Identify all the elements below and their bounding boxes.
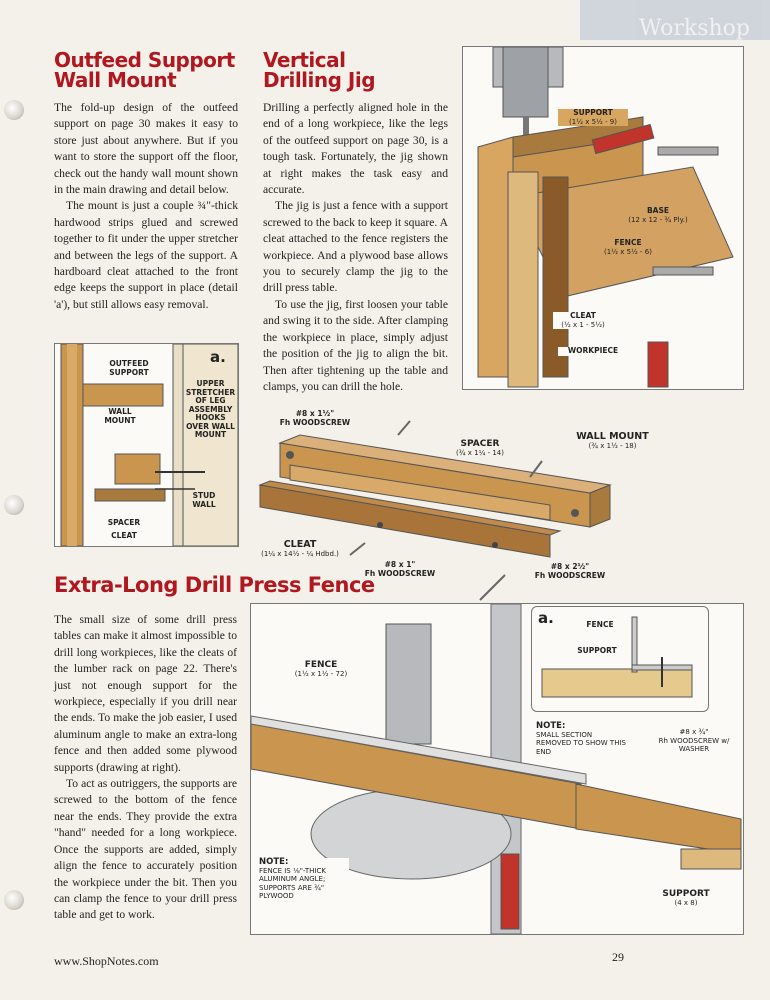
drilling-jig-figure: SUPPORT (1½ x 5½ - 9) BASE (12 x 12 - ¾ … xyxy=(462,46,744,390)
drill-press-fence-figure: a. FENCE SUPPORT FENCE (1½ x 1½ - 72) NO… xyxy=(250,603,744,935)
drilling-jig-drawing xyxy=(477,46,734,388)
outfeed-heading: Outfeed Support Wall Mount xyxy=(54,48,235,92)
fence-detail-drawing xyxy=(541,616,693,698)
wall-mount-exploded-figure: #8 x 1½" Fh WOODSCREW SPACER (¾ x 1¼ - 1… xyxy=(250,405,670,605)
label-cleat: CLEAT xyxy=(105,531,143,541)
footer-url: www.ShopNotes.com xyxy=(54,954,159,968)
label-screw-1: #8 x 1½" Fh WOODSCREW xyxy=(279,409,351,427)
corner-tab: Workshop xyxy=(580,0,770,41)
jig-body: Drilling a perfectly aligned hole in the… xyxy=(263,100,448,395)
paragraph: The fold-up design of the outfeed suppor… xyxy=(54,101,238,197)
note-fence-material: NOTE: FENCE IS ⅛"-THICK ALUMINUM ANGLE; … xyxy=(259,858,349,901)
label-screw-3: #8 x 2½" Fh WOODSCREW xyxy=(534,562,606,580)
paragraph: To use the jig, first loosen your table … xyxy=(263,297,448,393)
label-spacer: SPACER xyxy=(105,518,143,528)
label-wall-mount: WALL MOUNT (¾ x 1½ - 18) xyxy=(576,431,649,450)
label-cleat: CLEAT (1¼ x 14½ - ¼ Hdbd.) xyxy=(261,539,339,558)
paragraph: The mount is just a couple ¾"-thick hard… xyxy=(54,199,238,311)
paragraph: The jig is just a fence with a support s… xyxy=(263,199,448,295)
label-wall-mount: WALL MOUNT xyxy=(95,407,145,425)
wall-mount-exploded-drawing xyxy=(258,420,612,601)
label-detail-support: SUPPORT xyxy=(577,646,617,655)
label-screw-2: #8 x 1" Fh WOODSCREW xyxy=(364,560,436,578)
label-outfeed-support: OUTFEED SUPPORT xyxy=(109,359,149,377)
detail-letter: a. xyxy=(538,609,554,627)
punch-hole xyxy=(4,890,24,910)
label-screw: #8 x ¾" Rh WOODSCREW w/ WASHER xyxy=(658,728,730,753)
fence-detail-inset: a. FENCE SUPPORT xyxy=(531,606,709,712)
wall-mount-detail-drawing xyxy=(60,343,239,547)
drill-press-fence-drawing xyxy=(250,603,742,935)
paragraph: Drilling a perfectly aligned hole in the… xyxy=(263,101,448,197)
label-support: SUPPORT (4 x 8) xyxy=(651,890,721,907)
punch-hole xyxy=(4,100,24,120)
fence-body: The small size of some drill press table… xyxy=(54,612,237,924)
label-base: BASE (12 x 12 - ¾ Ply.) xyxy=(613,206,703,224)
label-workpiece: WORKPIECE xyxy=(558,346,628,356)
page-number: 29 xyxy=(612,950,624,964)
label-stud-wall: STUD WALL xyxy=(192,491,216,509)
label-fence: FENCE (1½ x 1½ - 72) xyxy=(291,661,351,678)
paragraph: The small size of some drill press table… xyxy=(54,613,237,774)
paragraph: To act as outriggers, the supports are s… xyxy=(54,777,237,922)
punch-hole xyxy=(4,495,24,515)
wall-mount-detail-figure: a. OUTFEED SUPPORT WALL MOUNT UPPER STRE… xyxy=(54,343,239,547)
label-upper-stretcher: UPPER STRETCHER OF LEG ASSEMBLY HOOKS OV… xyxy=(185,379,236,439)
label-cleat: CLEAT (½ x 1 - 5½) xyxy=(553,311,613,329)
label-fence: FENCE (1½ x 5½ - 6) xyxy=(593,238,663,256)
detail-letter: a. xyxy=(210,348,226,366)
fence-heading: Extra-Long Drill Press Fence xyxy=(54,573,375,597)
label-support: SUPPORT (1½ x 5½ - 9) xyxy=(558,108,628,126)
outfeed-body: The fold-up design of the outfeed suppor… xyxy=(54,100,238,313)
label-spacer: SPACER (¾ x 1¼ - 14) xyxy=(456,439,504,457)
label-detail-fence: FENCE xyxy=(586,620,614,629)
note-section-removed: NOTE: SMALL SECTION REMOVED TO SHOW THIS… xyxy=(536,721,626,756)
corner-tag: Workshop xyxy=(639,16,750,41)
jig-heading: Vertical Drilling Jig xyxy=(263,48,376,92)
